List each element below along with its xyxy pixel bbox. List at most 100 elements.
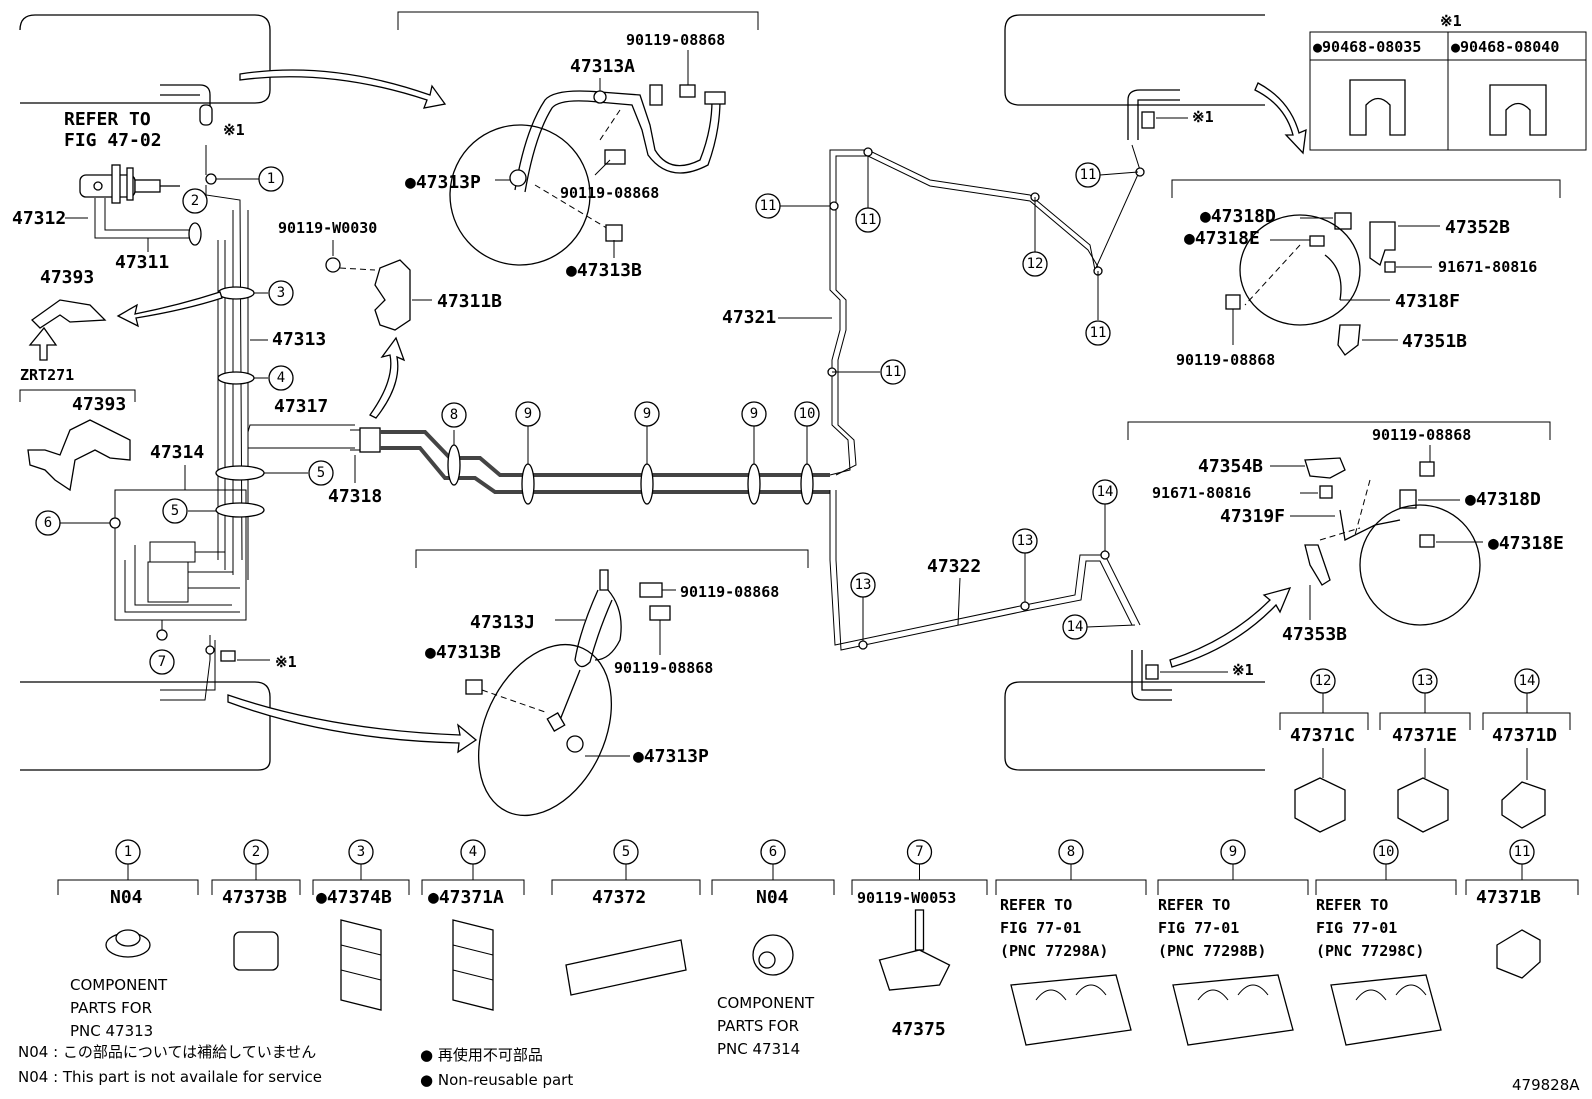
bottom-part-1-caption: PARTS FOR [70, 999, 152, 1017]
part-47322-label[interactable]: 47322 [927, 556, 981, 577]
part-47317-label[interactable]: 47317 [274, 396, 328, 417]
bottom-part-1-caption: PNC 47313 [70, 1022, 153, 1040]
svg-text:14: 14 [1097, 484, 1114, 500]
part-47393-mid-label[interactable]: 47393 [72, 394, 126, 415]
callout-9-bottom-number: 9 [1229, 844, 1237, 860]
part-47352b-label[interactable]: 47352B [1445, 217, 1510, 238]
note-nonreusable-en: ● Non-reusable part [420, 1071, 573, 1089]
refer-to-label[interactable]: REFER TO [64, 109, 151, 130]
part-47318d-b-label[interactable]: ●47318D [1465, 489, 1541, 510]
bottom-part-4: 4●47371A [421, 839, 525, 1011]
callout-9-a [515, 401, 541, 427]
part-47313j-label[interactable]: 47313J [470, 612, 535, 633]
part-47351b-label[interactable]: 47351B [1402, 331, 1467, 352]
callout-11-e [880, 359, 906, 385]
refer-to-fig-label[interactable]: FIG 47-02 [64, 130, 162, 151]
callout-1-bottom-number: 1 [124, 844, 132, 860]
part-47319f-label[interactable]: 47319F [1220, 506, 1285, 527]
part-47313-label[interactable]: 47313 [272, 329, 326, 350]
callout-11-a [855, 207, 881, 233]
bottom-part-2-label[interactable]: 47373B [222, 887, 287, 908]
svg-text:13: 13 [1017, 533, 1034, 549]
bottom-part-7-label[interactable]: 90119-W0053 [857, 889, 956, 907]
washer-90468-08035 [1349, 79, 1406, 136]
detail-circle-bottom-right [1359, 504, 1481, 626]
part-47311b-label[interactable]: 47311B [437, 291, 502, 312]
svg-text:9: 9 [643, 406, 651, 422]
callout-5-block [162, 498, 188, 524]
part-90119-08868-e-label[interactable]: 90119-08868 [1176, 351, 1275, 369]
callout-11-d [1075, 162, 1101, 188]
part-90119-08868-d-label[interactable]: 90119-08868 [614, 659, 713, 677]
svg-text:13: 13 [855, 577, 872, 593]
part-47321-label[interactable]: 47321 [722, 307, 776, 328]
part-47318e-a-label[interactable]: ●47318E [1184, 228, 1260, 249]
bottom-part-6-label[interactable]: N04 [756, 887, 789, 908]
detail-circle-top [449, 124, 591, 266]
part-47318-label[interactable]: 47318 [328, 486, 382, 507]
svg-text:12: 12 [1315, 673, 1332, 689]
part-47393-top-label[interactable]: 47393 [40, 267, 94, 288]
svg-text:11: 11 [1090, 325, 1107, 341]
bottom-part-8-caption: (PNC 77298A) [1000, 942, 1108, 960]
part-47314-label[interactable]: 47314 [150, 442, 204, 463]
table-col-2: ●90468-08040 [1451, 38, 1559, 56]
part-47353b-label[interactable]: 47353B [1282, 624, 1347, 645]
callout-9-b [634, 401, 660, 427]
part-90119-08868-a-label[interactable]: 90119-08868 [626, 31, 725, 49]
table-col-1: ●90468-08035 [1313, 38, 1421, 56]
part-47371c-label[interactable]: 47371C [1290, 725, 1355, 746]
callout-2-top [182, 188, 208, 214]
callout-7-bottom-number: 7 [915, 844, 923, 860]
part-47313p-a-label[interactable]: ●47313P [405, 172, 481, 193]
part-90119-w0030-label[interactable]: 90119-W0030 [278, 219, 377, 237]
callout-8 [441, 402, 467, 428]
vehicle-outline-bottom-right [1004, 681, 1265, 771]
bottom-part-5-label[interactable]: 47372 [592, 887, 646, 908]
part-47313b-a-label[interactable]: ●47313B [566, 260, 642, 281]
bottom-part-9-caption: FIG 77-01 [1158, 919, 1239, 937]
svg-text:9: 9 [750, 406, 758, 422]
part-90119-08868-f-label[interactable]: 90119-08868 [1372, 426, 1471, 444]
part-90119-08868-b-label[interactable]: 90119-08868 [560, 184, 659, 202]
bottom-part-3-label[interactable]: ●47374B [316, 887, 392, 908]
part-47371e-label[interactable]: 47371E [1392, 725, 1457, 746]
part-91671-80816-b-label[interactable]: 91671-80816 [1152, 484, 1251, 502]
part-47318f-label[interactable]: 47318F [1395, 291, 1460, 312]
callout-2-bottom-number: 2 [252, 844, 260, 860]
vehicle-outline-top-left [19, 14, 271, 104]
detail-circle-top-right [1239, 214, 1361, 326]
part-90119-08868-c-label[interactable]: 90119-08868 [680, 583, 779, 601]
part-47313a-label[interactable]: 47313A [570, 56, 635, 77]
part-47318e-b-label[interactable]: ●47318E [1488, 533, 1564, 554]
note-n04-jp: N04 : この部品については補給していません [18, 1043, 316, 1061]
svg-text:11: 11 [860, 212, 877, 228]
callout-1-top [258, 166, 284, 192]
bottom-part-11-label[interactable]: 47371B [1476, 887, 1541, 908]
bottom-part-4-label[interactable]: ●47371A [428, 887, 504, 908]
master-cylinder [79, 164, 180, 204]
part-91671-80816-a-label[interactable]: 91671-80816 [1438, 258, 1537, 276]
part-47354b-label[interactable]: 47354B [1198, 456, 1263, 477]
bottom-part-6-caption: PARTS FOR [717, 1017, 799, 1035]
part-47371d-label[interactable]: 47371D [1492, 725, 1557, 746]
callout-3-bottom-number: 3 [357, 844, 365, 860]
bottom-part-10-caption: FIG 77-01 [1316, 919, 1397, 937]
clip-group-12-14: 12 47371C 13 47371E 14 47371D [1279, 668, 1571, 833]
part-47311-label[interactable]: 47311 [115, 252, 169, 273]
part-47312-label[interactable]: 47312 [12, 208, 66, 229]
detail-circle-middle [477, 643, 613, 817]
arrow-bottom-left-to-detail [227, 694, 478, 754]
svg-text:2: 2 [191, 193, 199, 209]
clip-mark-bottom-right: ※1 [1232, 661, 1254, 679]
part-47313p-b-label[interactable]: ●47313P [633, 746, 709, 767]
svg-text:12: 12 [1027, 256, 1044, 272]
bottom-part-1-label[interactable]: N04 [110, 887, 143, 908]
bottom-part-10-caption: (PNC 77298C) [1316, 942, 1424, 960]
part-47313b-b-label[interactable]: ●47313B [425, 642, 501, 663]
callout-5 [308, 460, 334, 486]
part-47318d-a-label[interactable]: ●47318D [1200, 206, 1276, 227]
bottom-part-9-caption: (PNC 77298B) [1158, 942, 1266, 960]
